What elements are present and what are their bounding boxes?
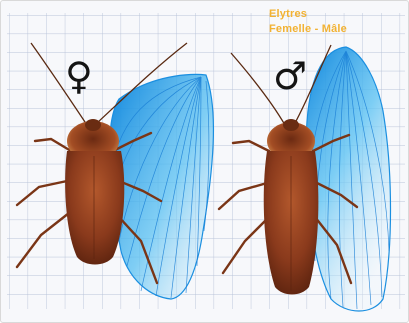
female-symbol: ♀ xyxy=(65,57,93,95)
caption: Elytres Femelle - Mâle xyxy=(269,7,409,37)
caption-line-2: Femelle - Mâle xyxy=(269,22,409,37)
male-symbol: ♂ xyxy=(273,57,307,95)
caption-line-1: Elytres xyxy=(269,7,409,22)
